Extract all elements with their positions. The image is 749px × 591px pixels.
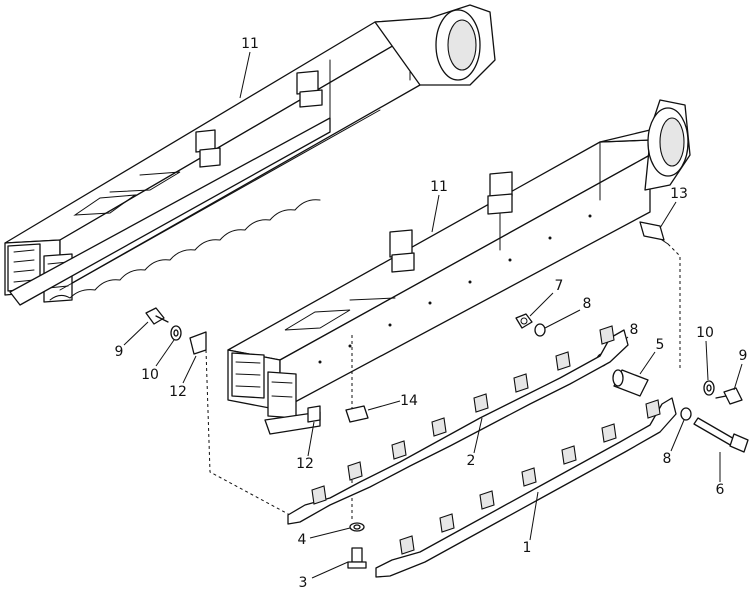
bolt-right [715,387,743,405]
callout-washer-right: 10 [696,325,714,341]
callout-bolt-left: 9 [115,344,124,360]
plate [345,405,369,423]
frame-holes [318,214,592,364]
callout-bolt-right: 9 [739,348,748,364]
callout-frame-front: 11 [430,179,448,195]
callout-frame-rear: 11 [241,36,259,52]
long-bolt [693,417,749,453]
washer-bottom [349,522,365,532]
track-frame-front [227,99,691,435]
callout-washer-bottom: 4 [298,532,307,548]
callout-guard-upper: 2 [467,453,476,469]
bolt-bottom [347,547,367,569]
callout-nut: 7 [555,278,564,294]
track-guard-upper [287,325,629,525]
callout-long-bolt: 6 [716,482,725,498]
callout-bracket-left-lower: 12 [296,456,314,472]
bracket-left-lower [307,405,321,423]
callout-plate: 14 [400,393,418,409]
callout-washer-left: 10 [141,367,159,383]
callout-lock-washer-lower: 8 [663,451,672,467]
callout-lock-washer-upper: 8 [583,296,592,312]
washer-left [170,325,182,341]
washer-right [703,380,715,396]
lock-washer-upper [534,323,546,337]
callout-lock-washer-middle: 8 [630,322,639,338]
callout-spacer: 5 [656,337,665,353]
callout-bracket-left-upper: 12 [169,384,187,400]
guard-bracket-right [639,221,669,245]
callout-bolt-bottom: 3 [299,575,308,591]
bracket-left-upper [189,331,207,355]
nut [515,313,533,329]
lock-washer-lower [680,407,692,421]
callout-guard-right: 13 [670,186,688,202]
track-guard-lower [375,397,677,578]
spacer [612,369,649,397]
bolt-left [145,307,169,325]
track-frame-rear [4,4,496,306]
callout-guard-lower: 1 [523,540,532,556]
